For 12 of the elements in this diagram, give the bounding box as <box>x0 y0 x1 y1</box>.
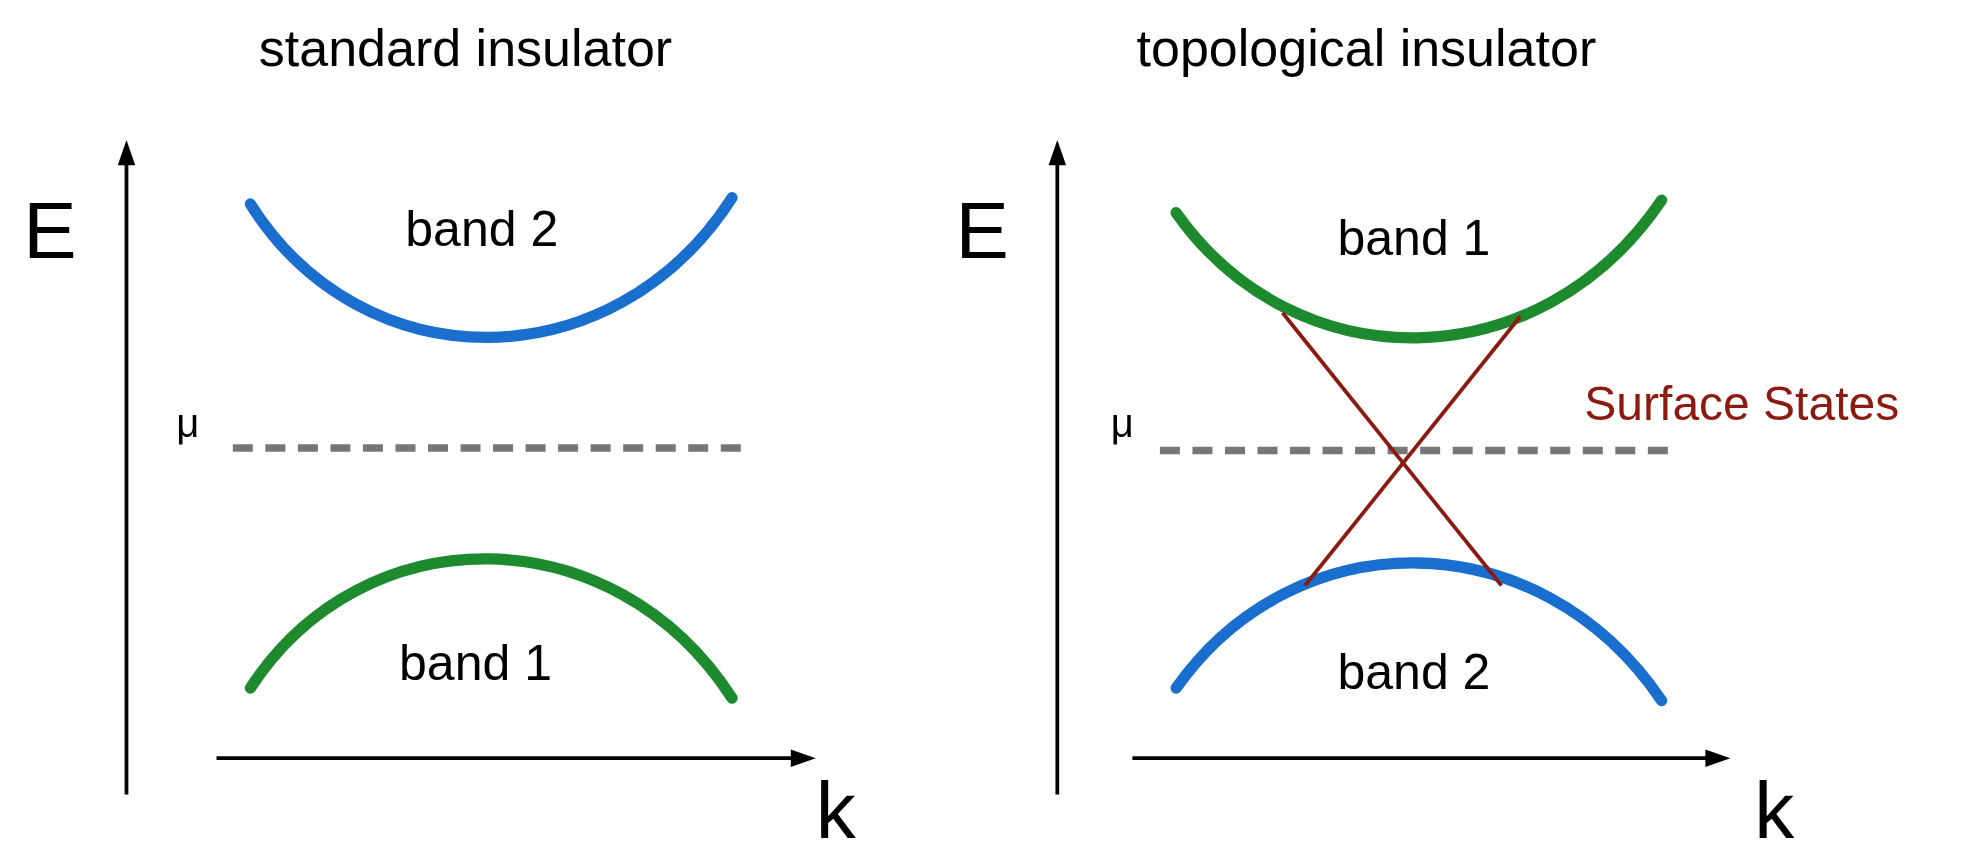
axis-label: k <box>815 770 856 842</box>
annotation-label: Surface States <box>1584 380 1900 429</box>
panel-title: standard insulator <box>258 21 673 74</box>
band-label: band 2 <box>405 203 559 254</box>
axis-label: k <box>1754 770 1795 842</box>
axis-label: E <box>955 191 1009 272</box>
band-label: band 2 <box>1337 646 1491 697</box>
axis-label: E <box>23 191 77 272</box>
band-label: band 1 <box>399 638 552 689</box>
band-label: band 1 <box>1337 212 1491 263</box>
chemical-potential-label: μ <box>1110 402 1134 443</box>
chemical-potential-label: μ <box>176 402 200 443</box>
